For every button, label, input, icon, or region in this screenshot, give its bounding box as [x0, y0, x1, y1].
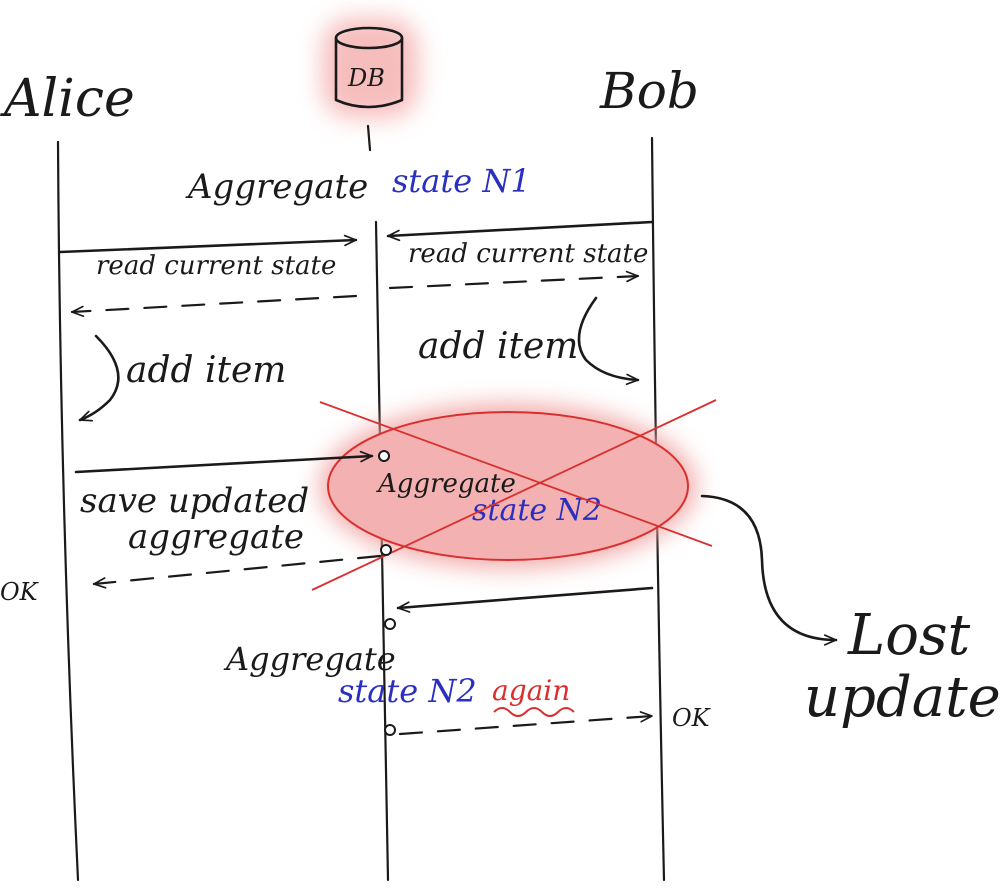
alice-save-dot — [378, 450, 390, 462]
bob-ok-label: OK — [672, 704, 712, 732]
participant-alice: Alice — [0, 69, 135, 129]
bob-read-response — [388, 270, 640, 290]
alice-add-curve — [78, 334, 120, 422]
aggregate-3-state: state N2 — [338, 672, 477, 710]
bob-save-arrow — [396, 586, 654, 613]
bob-save-dot — [384, 618, 396, 630]
db-label: DB — [347, 64, 385, 92]
conflict-ellipse — [327, 411, 689, 561]
lost-update-arrow — [700, 494, 838, 646]
bob-add-curve — [577, 296, 640, 386]
cross-line-2 — [311, 399, 717, 591]
aggregate-2-prefix: Aggregate — [376, 469, 516, 499]
alice-save-label-2: aggregate — [128, 517, 304, 557]
alice-save-arrow — [74, 450, 374, 474]
bob-add-label: add item — [418, 326, 578, 367]
bob-read-label: read current state — [408, 239, 648, 269]
participant-bob: Bob — [599, 62, 699, 120]
bob-read-arrow — [386, 220, 654, 242]
bob-ok-dot — [384, 724, 396, 736]
aggregate-3-prefix: Aggregate — [223, 640, 396, 678]
lost-update-line-1: Lost — [847, 603, 971, 668]
alice-read-arrow — [58, 234, 358, 254]
aggregate-3-again: again — [492, 674, 570, 707]
alice-lifeline — [56, 140, 80, 882]
alice-ok-dot — [380, 544, 392, 556]
cross-line-1 — [319, 401, 713, 547]
db-lifeline — [366, 124, 372, 152]
db-highlight — [322, 18, 418, 118]
aggregate-1-prefix: Aggregate — [185, 167, 368, 207]
bob-ok-response — [398, 711, 654, 736]
alice-read-response — [70, 294, 358, 318]
aggregate-2-state: state N2 — [472, 493, 602, 528]
again-squiggle — [493, 707, 575, 717]
alice-add-label: add item — [126, 350, 286, 391]
alice-read-label: read current state — [96, 251, 336, 281]
alice-save-label-1: save updated — [80, 481, 309, 521]
lost-update-line-2: update — [804, 665, 1000, 730]
aggregate-1-state: state N1 — [392, 162, 531, 200]
alice-ok-response — [92, 554, 382, 589]
alice-ok-label: OK — [0, 578, 40, 606]
database-icon — [334, 26, 404, 109]
